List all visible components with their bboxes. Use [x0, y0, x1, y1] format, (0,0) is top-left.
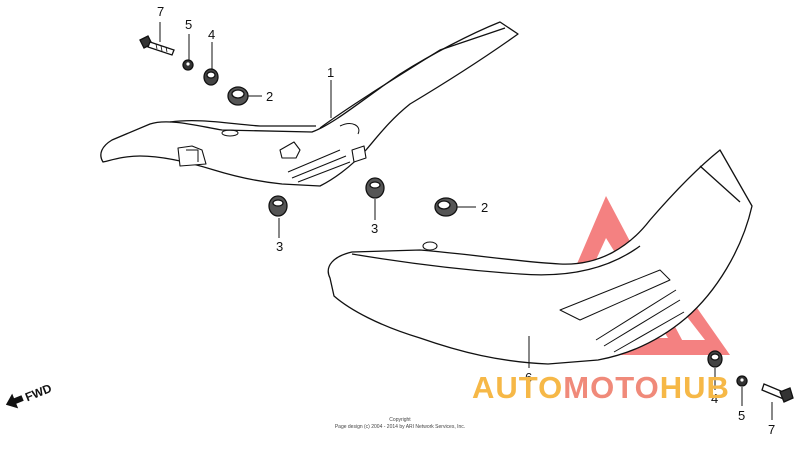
- washer-5-lower: [736, 375, 748, 387]
- washer-5-upper: [182, 59, 194, 71]
- watermark-text: AUTOMOTOHUB: [472, 370, 730, 406]
- fwd-label: FWD: [23, 381, 54, 404]
- leader-lines: [159, 22, 773, 420]
- callout-3-left: 3: [276, 239, 283, 254]
- callout-3-right: 3: [371, 221, 378, 236]
- bolt-7-upper: [139, 35, 175, 56]
- lower-side-cover: [327, 149, 753, 365]
- copyright-text: Page design (c) 2004 - 2014 by ARI Netwo…: [334, 424, 466, 430]
- callout-5-lower: 5: [738, 408, 745, 423]
- callout-6: 6: [525, 370, 532, 385]
- callout-4-upper: 4: [208, 27, 215, 42]
- callout-2-lower: 2: [481, 200, 488, 215]
- grommet-3-right: [365, 177, 385, 199]
- watermark-part-hub: HUB: [659, 370, 730, 405]
- upper-side-cover: [100, 21, 519, 187]
- collar-4-upper: [203, 68, 219, 86]
- watermark-part-moto: MOTO: [563, 370, 660, 405]
- watermark-part-auto: AUTO: [472, 370, 564, 405]
- callout-7-lower: 7: [768, 422, 775, 437]
- bolt-7-lower: [761, 383, 794, 403]
- callout-4-lower: 4: [711, 391, 718, 406]
- callout-7-upper: 7: [157, 4, 164, 19]
- copyright-title: Copyright: [389, 417, 411, 423]
- grommet-3-left: [268, 195, 288, 217]
- grommet-2-lower: [434, 197, 458, 217]
- callout-1: 1: [327, 65, 334, 80]
- callout-numbers: 7 5 4 2 1 3 3 2 6 4 5 7: [157, 4, 775, 437]
- callout-5-upper: 5: [185, 17, 192, 32]
- collar-4-lower: [707, 350, 723, 368]
- forward-arrow-icon: [5, 393, 24, 409]
- grommet-2-upper: [227, 86, 249, 106]
- forward-direction-indicator: FWD: [5, 381, 54, 409]
- callout-2-upper: 2: [266, 89, 273, 104]
- copyright-notice: Copyright Page design (c) 2004 - 2014 by…: [300, 417, 500, 431]
- hardware: [139, 35, 794, 403]
